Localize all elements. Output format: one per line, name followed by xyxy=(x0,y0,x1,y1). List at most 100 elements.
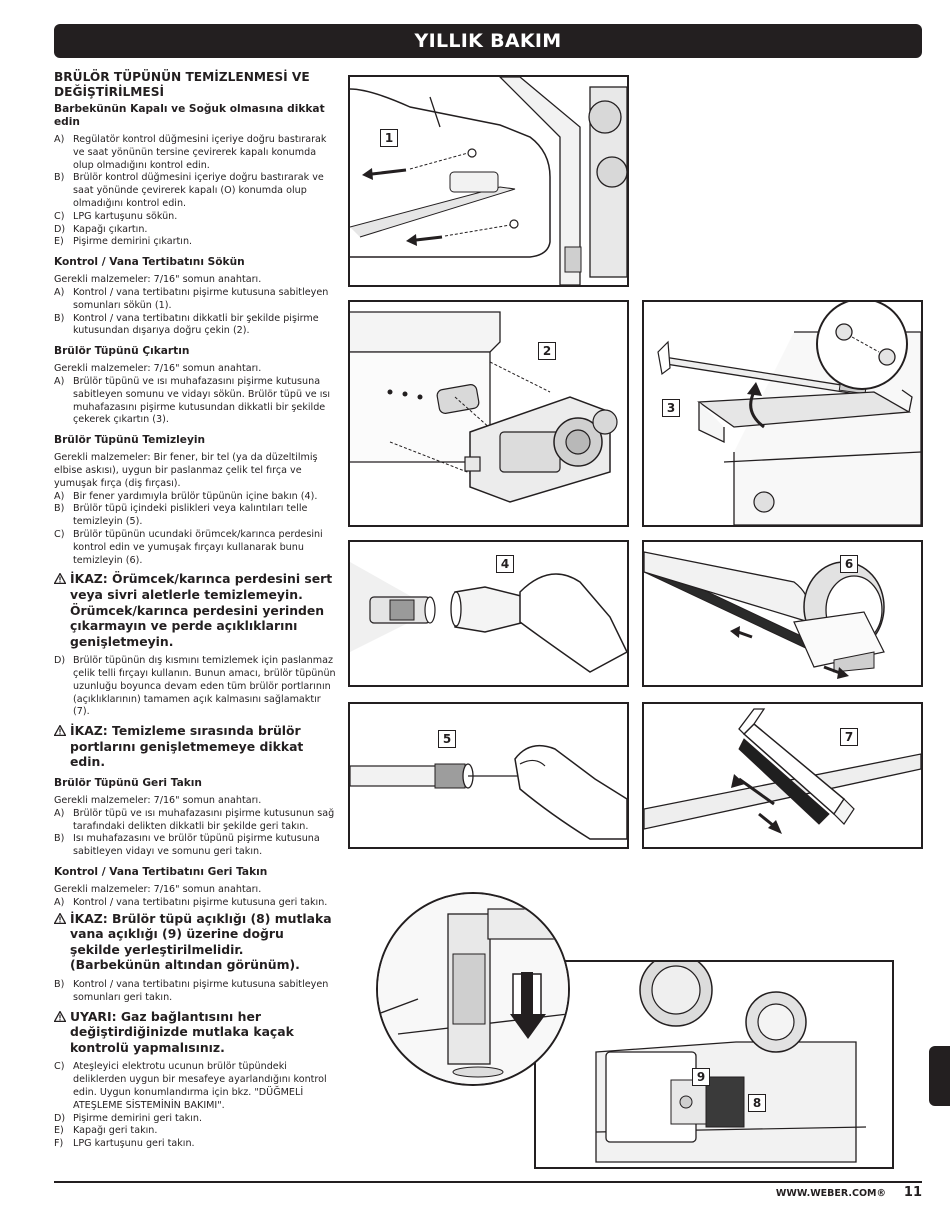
figure-wire-brush: 7 xyxy=(642,702,923,849)
figure-spider-screen: 6 xyxy=(642,540,923,687)
list-item: A)Regülatör kontrol düğmesini içeriye do… xyxy=(54,134,336,172)
list-reinstall-valve: A)Kontrol / vana tertibatını pişirme kut… xyxy=(54,897,336,910)
item-text: Kontrol / vana tertibatını pişirme kutus… xyxy=(73,979,329,1003)
item-text: Ateşleyici elektrotu ucunun brülör tüpün… xyxy=(73,1061,327,1111)
wire-brush-illustration xyxy=(644,708,921,834)
subheading-clean-burner: Brülör Tüpünü Temizleyin xyxy=(54,434,206,447)
list-item: D) Pişirme demirini geri takın. xyxy=(54,1113,336,1126)
required-tools: Gerekli malzemeler: 7/16" somun anahtarı… xyxy=(54,884,262,896)
list-remove-valve: A) Kontrol / vana tertibatını pişirme kut… xyxy=(54,287,336,338)
subheading-remove-valve: Kontrol / Vana Tertibatını Sökün xyxy=(54,256,245,269)
subheading-grill-off: Barbekünün Kapalı ve Soğuk olmasına dikk… xyxy=(54,103,325,128)
figure-number-7: 7 xyxy=(840,728,858,746)
warning-text: UYARI: Gaz bağlantısını her değiştirdiği… xyxy=(70,1008,294,1055)
list-grill-off: A)Regülatör kontrol düğmesini içeriye do… xyxy=(54,134,336,249)
item-text: Isı muhafazasını ve brülör tüpünü pişirm… xyxy=(73,833,320,858)
item-letter: A) xyxy=(54,896,65,908)
wire-cleaning-illustration xyxy=(350,744,627,840)
figure-remove-nuts: 1 xyxy=(348,75,629,287)
list-item: B)Brülör kontrol düğmesini içeriye doğru… xyxy=(54,172,336,210)
figure-number-6: 6 xyxy=(840,555,858,573)
burner-alignment-illustration xyxy=(378,894,568,1084)
required-tools: Gerekli malzemeler: 7/16" somun anahtarı… xyxy=(54,363,262,375)
item-text: Pişirme demirini geri takın. xyxy=(73,1112,203,1124)
required-tools: Gerekli malzemeler: 7/16" somun anahtarı… xyxy=(54,795,262,807)
grill-cookbox-illustration xyxy=(350,77,627,285)
warning-leak-check: UYARI: Gaz bağlantısını her değiştirdiği… xyxy=(54,1009,336,1056)
figure-bottom-view: 9 8 xyxy=(370,892,922,1169)
item-letter: B) xyxy=(54,979,65,990)
warning-triangle-icon xyxy=(54,1009,70,1056)
list-item: E)Kapağı geri takın. xyxy=(54,1125,336,1138)
item-letter: D) xyxy=(54,1112,66,1124)
valve-bottom-illustration xyxy=(595,962,867,1163)
item-letter: A) xyxy=(54,490,65,502)
item-text: Pişirme demirini çıkartın. xyxy=(73,236,193,248)
item-letter: A) xyxy=(54,375,65,387)
list-reinstall-burner: A) Brülör tüpü ve ısı muhafazasını pişirm… xyxy=(54,808,336,859)
page-number: 11 xyxy=(903,1185,922,1200)
list-item: C) Ateşleyici elektrotu ucunun brülör tüp… xyxy=(54,1061,336,1112)
list-item: A)Kontrol / vana tertibatını pişirme kut… xyxy=(54,897,336,910)
required-tools: Gerekli malzemeler: Bir fener, bir tel (… xyxy=(54,452,318,489)
list-item: A) Brülör tüpü ve ısı muhafazasını pişirm… xyxy=(54,808,336,834)
figure-number-4: 4 xyxy=(496,555,514,573)
warning-text: İKAZ: Temizleme sırasında brülör portlar… xyxy=(70,723,304,770)
item-letter: D) xyxy=(54,655,66,667)
item-text: Brülör tüpü ve ısı muhafazasını pişirme … xyxy=(73,807,335,832)
list-reinstall-valve-3: C) Ateşleyici elektrotu ucunun brülör tüp… xyxy=(54,1061,336,1151)
item-letter: C) xyxy=(54,528,65,540)
list-item: F)LPG kartuşunu geri takın. xyxy=(54,1138,336,1151)
section-heading-line-1: BRÜLÖR TÜPÜNÜN TEMİZLENMESİ VE xyxy=(54,70,310,84)
item-letter: D) xyxy=(54,223,66,235)
warning-triangle-icon xyxy=(54,571,70,649)
valve-assembly-illustration xyxy=(350,311,618,503)
list-reinstall-valve-2: B) Kontrol / vana tertibatını pişirme kut… xyxy=(54,979,336,1005)
flashlight-illustration xyxy=(350,562,627,673)
list-item: A) Bir fener yardımıyla brülör tüpünün iç… xyxy=(54,491,336,504)
item-letter: A) xyxy=(54,807,65,819)
section-heading-line-2: DEĞİŞTİRİLMESİ xyxy=(54,85,165,99)
list-clean-burner-2: D)Brülör tüpünün dış kısmını temizlemek … xyxy=(54,655,336,719)
list-item: D)Brülör tüpünün dış kısmını temizlemek … xyxy=(54,655,336,719)
figure-number-3: 3 xyxy=(662,399,680,417)
item-text: Brülör tüpü içindeki pislikleri veya kal… xyxy=(73,503,308,528)
item-letter: B) xyxy=(54,833,65,845)
item-letter: A) xyxy=(54,286,65,298)
list-item: B) Kontrol / vana tertibatını dikkatli bi… xyxy=(54,313,336,339)
warning-text: İKAZ: Brülör tüpü açıklığı (8) mutlaka v… xyxy=(70,910,332,973)
list-remove-burner: A)Brülör tüpünü ve ısı muhafazasını pişi… xyxy=(54,376,336,427)
figure-remove-burner-tube: 3 xyxy=(642,300,923,527)
item-text: Kontrol / vana tertibatını dikkatli bir … xyxy=(73,312,319,337)
list-item: E) Pişirme demirini çıkartın. xyxy=(54,236,336,249)
item-letter: B) xyxy=(54,172,65,184)
list-item: D) Kapağı çıkartın. xyxy=(54,224,336,237)
item-text: Kapağı çıkartın. xyxy=(73,223,148,235)
figure-number-5: 5 xyxy=(438,730,456,748)
zoom-circle-bottom-view xyxy=(376,892,570,1086)
list-item: A)Brülör tüpünü ve ısı muhafazasını pişi… xyxy=(54,376,336,427)
list-item: B)Brülör tüpü içindeki pislikleri veya k… xyxy=(54,503,336,529)
item-letter: E) xyxy=(54,1125,64,1137)
list-item: A) Kontrol / vana tertibatını pişirme kut… xyxy=(54,287,336,313)
subheading-reinstall-burner: Brülör Tüpünü Geri Takın xyxy=(54,777,202,790)
item-letter: B) xyxy=(54,312,65,324)
figure-number-1: 1 xyxy=(380,129,398,147)
figure-wire-clean: 5 xyxy=(348,702,629,849)
required-tools: Gerekli malzemeler: 7/16" somun anahtarı… xyxy=(54,274,262,286)
warning-triangle-icon xyxy=(54,723,70,770)
item-text: Regülatör kontrol düğmesini içeriye doğr… xyxy=(73,134,327,171)
item-text: Kontrol / vana tertibatını pişirme kutus… xyxy=(73,286,329,311)
figure-number-8: 8 xyxy=(748,1094,766,1112)
footer-url: WWW.WEBER.COM® xyxy=(775,1188,886,1199)
item-letter: C) xyxy=(54,210,65,222)
item-letter: E) xyxy=(54,236,64,248)
item-text: Bir fener yardımıyla brülör tüpünün için… xyxy=(73,490,318,502)
burner-tube-illustration xyxy=(657,302,921,525)
warning-triangle-icon xyxy=(54,911,70,973)
figure-flashlight-inspect: 4 xyxy=(348,540,629,687)
item-letter: C) xyxy=(54,1061,65,1073)
section-tab xyxy=(929,1046,950,1106)
section-heading: BRÜLÖR TÜPÜNÜN TEMİZLENMESİ VE DEĞİŞTİRİ… xyxy=(54,70,336,100)
warning-burner-ports: İKAZ: Temizleme sırasında brülör portlar… xyxy=(54,723,336,770)
